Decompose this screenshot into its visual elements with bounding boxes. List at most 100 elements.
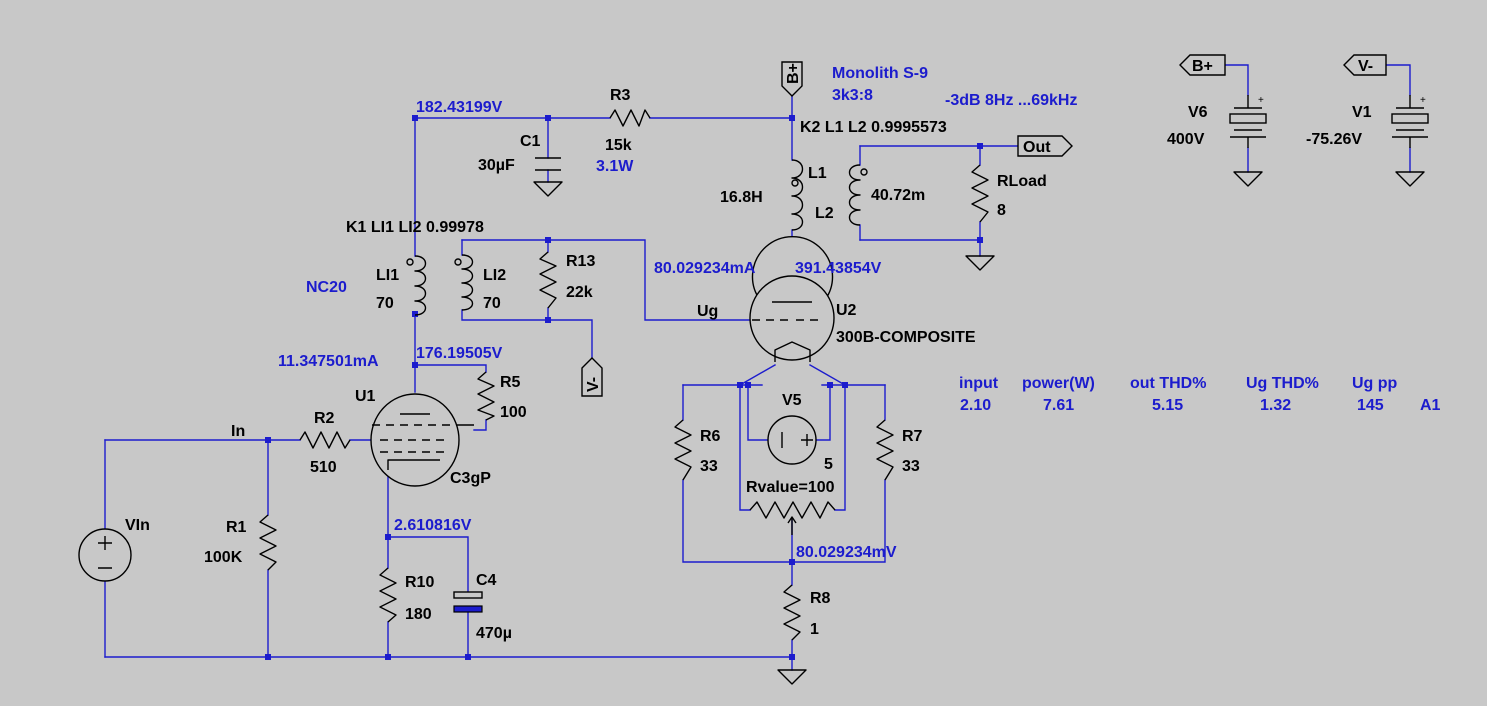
c4-value: 470µ [476, 625, 512, 642]
potentiometer[interactable] [749, 501, 836, 535]
rload-name: RLoad [997, 173, 1047, 190]
node-current: 80.029234mA [654, 260, 756, 277]
result-header: Ug THD% [1246, 375, 1319, 392]
r3-value: 15k [605, 137, 632, 154]
v6-name: V6 [1188, 104, 1208, 121]
node-voltage: 176.19505V [416, 345, 503, 362]
r10-value: 180 [405, 606, 432, 623]
node-voltage: 391.43854V [795, 260, 882, 277]
ground-symbol [777, 669, 807, 685]
l2-inductor[interactable] [848, 164, 868, 226]
u1-name: U1 [355, 388, 376, 405]
title-line1: Monolith S-9 [832, 65, 928, 82]
vin-voltage-source[interactable] [78, 528, 132, 582]
r7-resistor[interactable] [876, 419, 894, 481]
svg-text:V-: V- [585, 377, 602, 392]
junction-dots [265, 115, 983, 660]
r8-value: 1 [810, 621, 819, 638]
result-header: input [959, 375, 999, 392]
u2-triode-tube[interactable] [749, 235, 835, 362]
r2-value: 510 [310, 459, 337, 476]
v5-name: V5 [782, 392, 802, 409]
r13-value: 22k [566, 284, 593, 301]
r5-resistor[interactable] [477, 371, 495, 421]
bandwidth-note: -3dB 8Hz ...69kHz [945, 92, 1077, 109]
r1-resistor[interactable] [259, 514, 277, 571]
k1-coupling: K1 LI1 LI2 0.99978 [346, 219, 484, 236]
net-flag-out[interactable]: Out [1017, 135, 1073, 157]
in-label: In [231, 423, 245, 440]
svg-text:B+: B+ [1192, 58, 1213, 75]
li1-value: 70 [376, 295, 394, 312]
r2-name: R2 [314, 410, 335, 427]
c4-polarized-capacitor[interactable] [453, 591, 483, 613]
rload-resistor[interactable] [971, 164, 989, 223]
labels: Monolith S-9 3k3:8 -3dB 8Hz ...69kHz NC2… [125, 65, 1441, 642]
li2-value: 70 [483, 295, 501, 312]
svg-text:B+: B+ [785, 63, 802, 84]
r3-resistor[interactable] [609, 109, 651, 127]
r5-name: R5 [500, 374, 521, 391]
net-flag-bplus-vertical[interactable]: B+ [781, 61, 803, 97]
result-value: 1.32 [1260, 397, 1291, 414]
l1-name: L1 [808, 165, 827, 182]
c1-name: C1 [520, 133, 541, 150]
li1-inductor[interactable] [406, 255, 427, 316]
r7-value: 33 [902, 458, 920, 475]
title-line2: 3k3:8 [832, 87, 873, 104]
result-header: out THD% [1130, 375, 1206, 392]
r10-name: R10 [405, 574, 434, 591]
c1-capacitor[interactable] [535, 157, 561, 171]
l1-inductor[interactable] [791, 159, 804, 231]
u1-pentode-tube[interactable] [370, 393, 474, 487]
net-flag-vminus[interactable]: V- [1343, 54, 1387, 76]
v1-battery[interactable] [1391, 95, 1429, 148]
ground-symbol [1395, 171, 1425, 187]
r6-resistor[interactable] [674, 419, 692, 481]
v6-battery[interactable] [1229, 95, 1267, 148]
result-value: 145 [1357, 397, 1384, 414]
net-flag-vminus-vertical[interactable]: V- [581, 357, 603, 397]
li2-inductor[interactable] [454, 254, 474, 311]
ground-symbol [533, 181, 563, 197]
v5-value: 5 [824, 456, 833, 473]
ground-symbol [965, 255, 995, 271]
r6-name: R6 [700, 428, 721, 445]
net-flag-bplus[interactable]: B+ [1179, 54, 1226, 76]
svg-text:Out: Out [1023, 139, 1051, 156]
nc20-label: NC20 [306, 279, 347, 296]
v5-voltage-source[interactable] [767, 415, 817, 465]
r13-resistor[interactable] [539, 251, 557, 309]
k2-coupling: K2 L1 L2 0.9995573 [800, 119, 947, 136]
c4-name: C4 [476, 572, 497, 589]
v1-value: -75.26V [1306, 131, 1362, 148]
r2-resistor[interactable] [299, 431, 351, 449]
r5-value: 100 [500, 404, 527, 421]
r1-value: 100K [204, 549, 243, 566]
plus-sign: + [1258, 95, 1264, 106]
r6-value: 33 [700, 458, 718, 475]
u2-model: 300B-COMPOSITE [836, 329, 976, 346]
node-voltage: 80.029234mV [796, 544, 897, 561]
li1-name: LI1 [376, 267, 399, 284]
v6-value: 400V [1167, 131, 1205, 148]
ground-symbol [1233, 171, 1263, 187]
l1-value: 16.8H [720, 189, 763, 206]
svg-text:V-: V- [1358, 58, 1373, 75]
u2-name: U2 [836, 302, 857, 319]
li2-name: LI2 [483, 267, 506, 284]
result-value: 7.61 [1043, 397, 1074, 414]
r13-name: R13 [566, 253, 595, 270]
r8-resistor[interactable] [783, 584, 801, 641]
ug-label: Ug [697, 303, 718, 320]
l2-name: L2 [815, 205, 834, 222]
rload-value: 8 [997, 202, 1006, 219]
r3-name: R3 [610, 87, 631, 104]
result-cell: A1 [1420, 397, 1441, 414]
v1-name: V1 [1352, 104, 1372, 121]
c1-value: 30µF [478, 157, 515, 174]
r10-resistor[interactable] [379, 567, 397, 623]
result-header: power(W) [1022, 375, 1095, 392]
l2-value: 40.72m [871, 187, 925, 204]
